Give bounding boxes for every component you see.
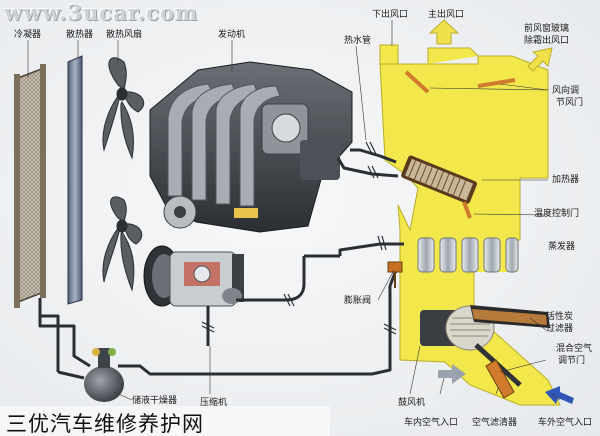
compressor-shape [143, 245, 244, 307]
pipe-lines [38, 148, 404, 380]
label-radiator: 散热器 [66, 30, 94, 40]
condenser-shape [14, 64, 46, 308]
label-direction-door-line2: 节风门 [556, 98, 584, 108]
label-outside-air: 车外空气入口 [538, 418, 593, 428]
label-heater: 加热器 [552, 175, 580, 185]
label-carbon-filter-line2: 过滤器 [546, 324, 574, 334]
label-compressor: 压缩机 [200, 398, 228, 408]
label-evaporator: 蒸发器 [548, 242, 576, 252]
evaporator-core [417, 237, 519, 273]
receiver-drier-shape [84, 348, 124, 402]
label-inside-air: 车内空气入口 [404, 418, 459, 428]
label-defrost-vent-line2: 除霜出风口 [524, 36, 570, 46]
label-blower: 鼓风机 [398, 398, 426, 408]
label-main-vent: 主出风口 [428, 10, 465, 20]
label-engine: 发动机 [218, 30, 246, 40]
airflow-arrows [428, 19, 574, 404]
cooling-fans [102, 57, 145, 292]
hvac-duct [379, 44, 561, 406]
label-air-filter: 空气滤清器 [472, 418, 518, 428]
engine-shape [149, 61, 353, 233]
label-mix-door-line1: 混合空气 [556, 344, 593, 354]
label-temp-door: 温度控制门 [534, 209, 580, 219]
label-mix-door-line2: 调节门 [558, 356, 586, 366]
label-defrost-vent-line1: 前风窗玻璃 [524, 24, 570, 34]
label-direction-door-line1: 风向调 [552, 86, 580, 96]
footer-watermark-band: 三优汽车维修养护网 [0, 406, 330, 436]
label-receiver-drier: 储液干燥器 [132, 396, 178, 406]
expansion-valve-shape [387, 261, 403, 288]
label-carbon-filter-line1: 活性炭 [546, 312, 574, 322]
label-lower-vent: 下出风口 [372, 10, 409, 20]
label-condenser: 冷凝器 [14, 30, 42, 40]
temp-door-shape [462, 201, 472, 219]
footer-watermark: 三优汽车维修养护网 [6, 412, 204, 436]
cabin-filters [470, 305, 550, 399]
radiator-shape [67, 55, 83, 305]
label-heater-hose: 热水管 [344, 36, 372, 46]
site-watermark: www.3ucar.com [4, 0, 199, 25]
label-expansion-valve: 膨胀阀 [344, 296, 372, 306]
direction-doors [404, 70, 516, 94]
heater-core [401, 155, 477, 204]
leader-lines [27, 20, 561, 401]
label-cooling-fan: 散热风扇 [106, 30, 143, 40]
pipe-break-marks [201, 141, 397, 335]
